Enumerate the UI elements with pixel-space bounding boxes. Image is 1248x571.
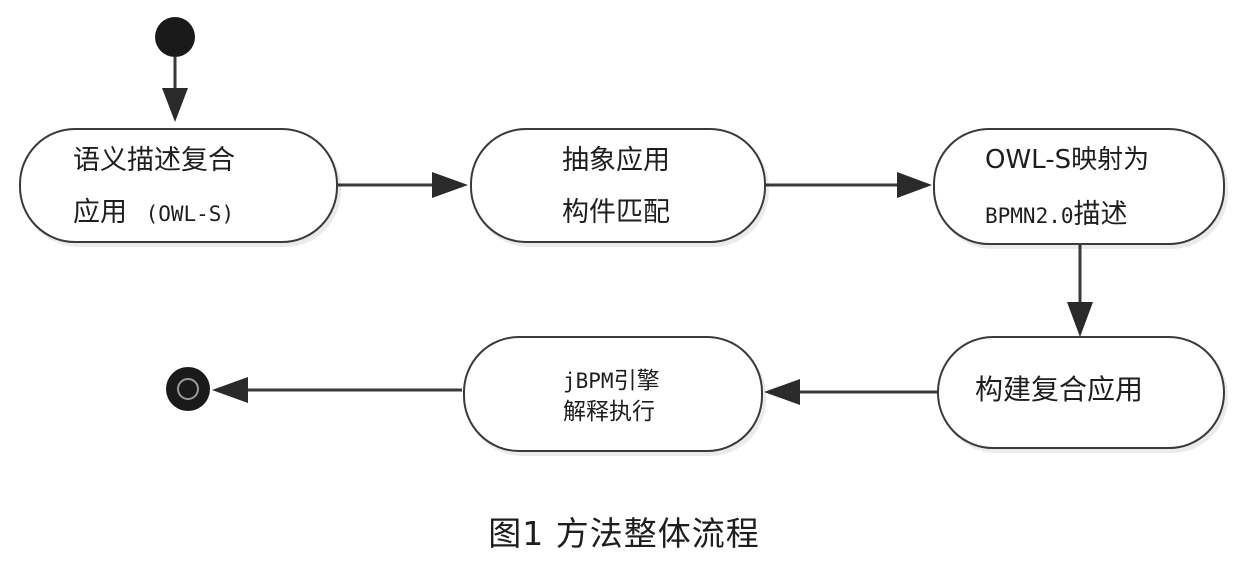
node-semantic-composite-app-line1: 语义描述复合 [73, 145, 235, 176]
start-node [155, 17, 195, 57]
node-owls-to-bpmn-mapping [933, 128, 1225, 245]
arrowhead-build-app-to-jbpm [764, 379, 800, 405]
figure-caption: 图1 方法整体流程 [488, 514, 760, 553]
node-semantic-composite-app-line2-mono: (OWL-S) [145, 202, 235, 226]
arrowhead-owls-mapping-to-build-app [1067, 302, 1093, 337]
node-semantic-composite-app [19, 128, 338, 243]
node-abstract-component-match-line2: 构件匹配 [562, 197, 670, 228]
end-node [166, 367, 210, 411]
node-owls-to-bpmn-mapping-line2: BPMN2.0描述 [985, 201, 1128, 228]
node-abstract-component-match [470, 128, 766, 243]
node-owls-to-bpmn-mapping-line2-mono: BPMN2.0 [985, 204, 1074, 228]
node-jbpm-engine-execute [463, 336, 763, 452]
node-owls-to-bpmn-mapping-line2-cn: 描述 [1073, 199, 1128, 230]
arrowhead-component-match-to-owls-mapping [897, 172, 932, 198]
node-jbpm-engine-execute-line1-cn: 引擎 [613, 368, 660, 394]
node-build-composite-app [937, 336, 1225, 449]
arrowhead-semantic-app-to-component-match [432, 172, 468, 198]
node-semantic-composite-app-line2: 应用 (OWL-S) [73, 199, 234, 226]
node-jbpm-engine-execute-line1-mono: jBPM [563, 369, 614, 393]
arrowhead-start-to-semantic-app [162, 88, 188, 122]
node-abstract-component-match-line1: 抽象应用 [562, 145, 670, 176]
node-build-composite-app-line1: 构建复合应用 [975, 373, 1144, 406]
node-jbpm-engine-execute-line2: 解释执行 [563, 399, 655, 425]
node-semantic-composite-app-line2-cn: 应用 [73, 197, 127, 228]
node-owls-to-bpmn-mapping-line1: OWL-S映射为 [985, 145, 1150, 175]
arrowhead-jbpm-to-end [212, 377, 248, 403]
node-jbpm-engine-execute-line1: jBPM引擎 [563, 366, 660, 393]
